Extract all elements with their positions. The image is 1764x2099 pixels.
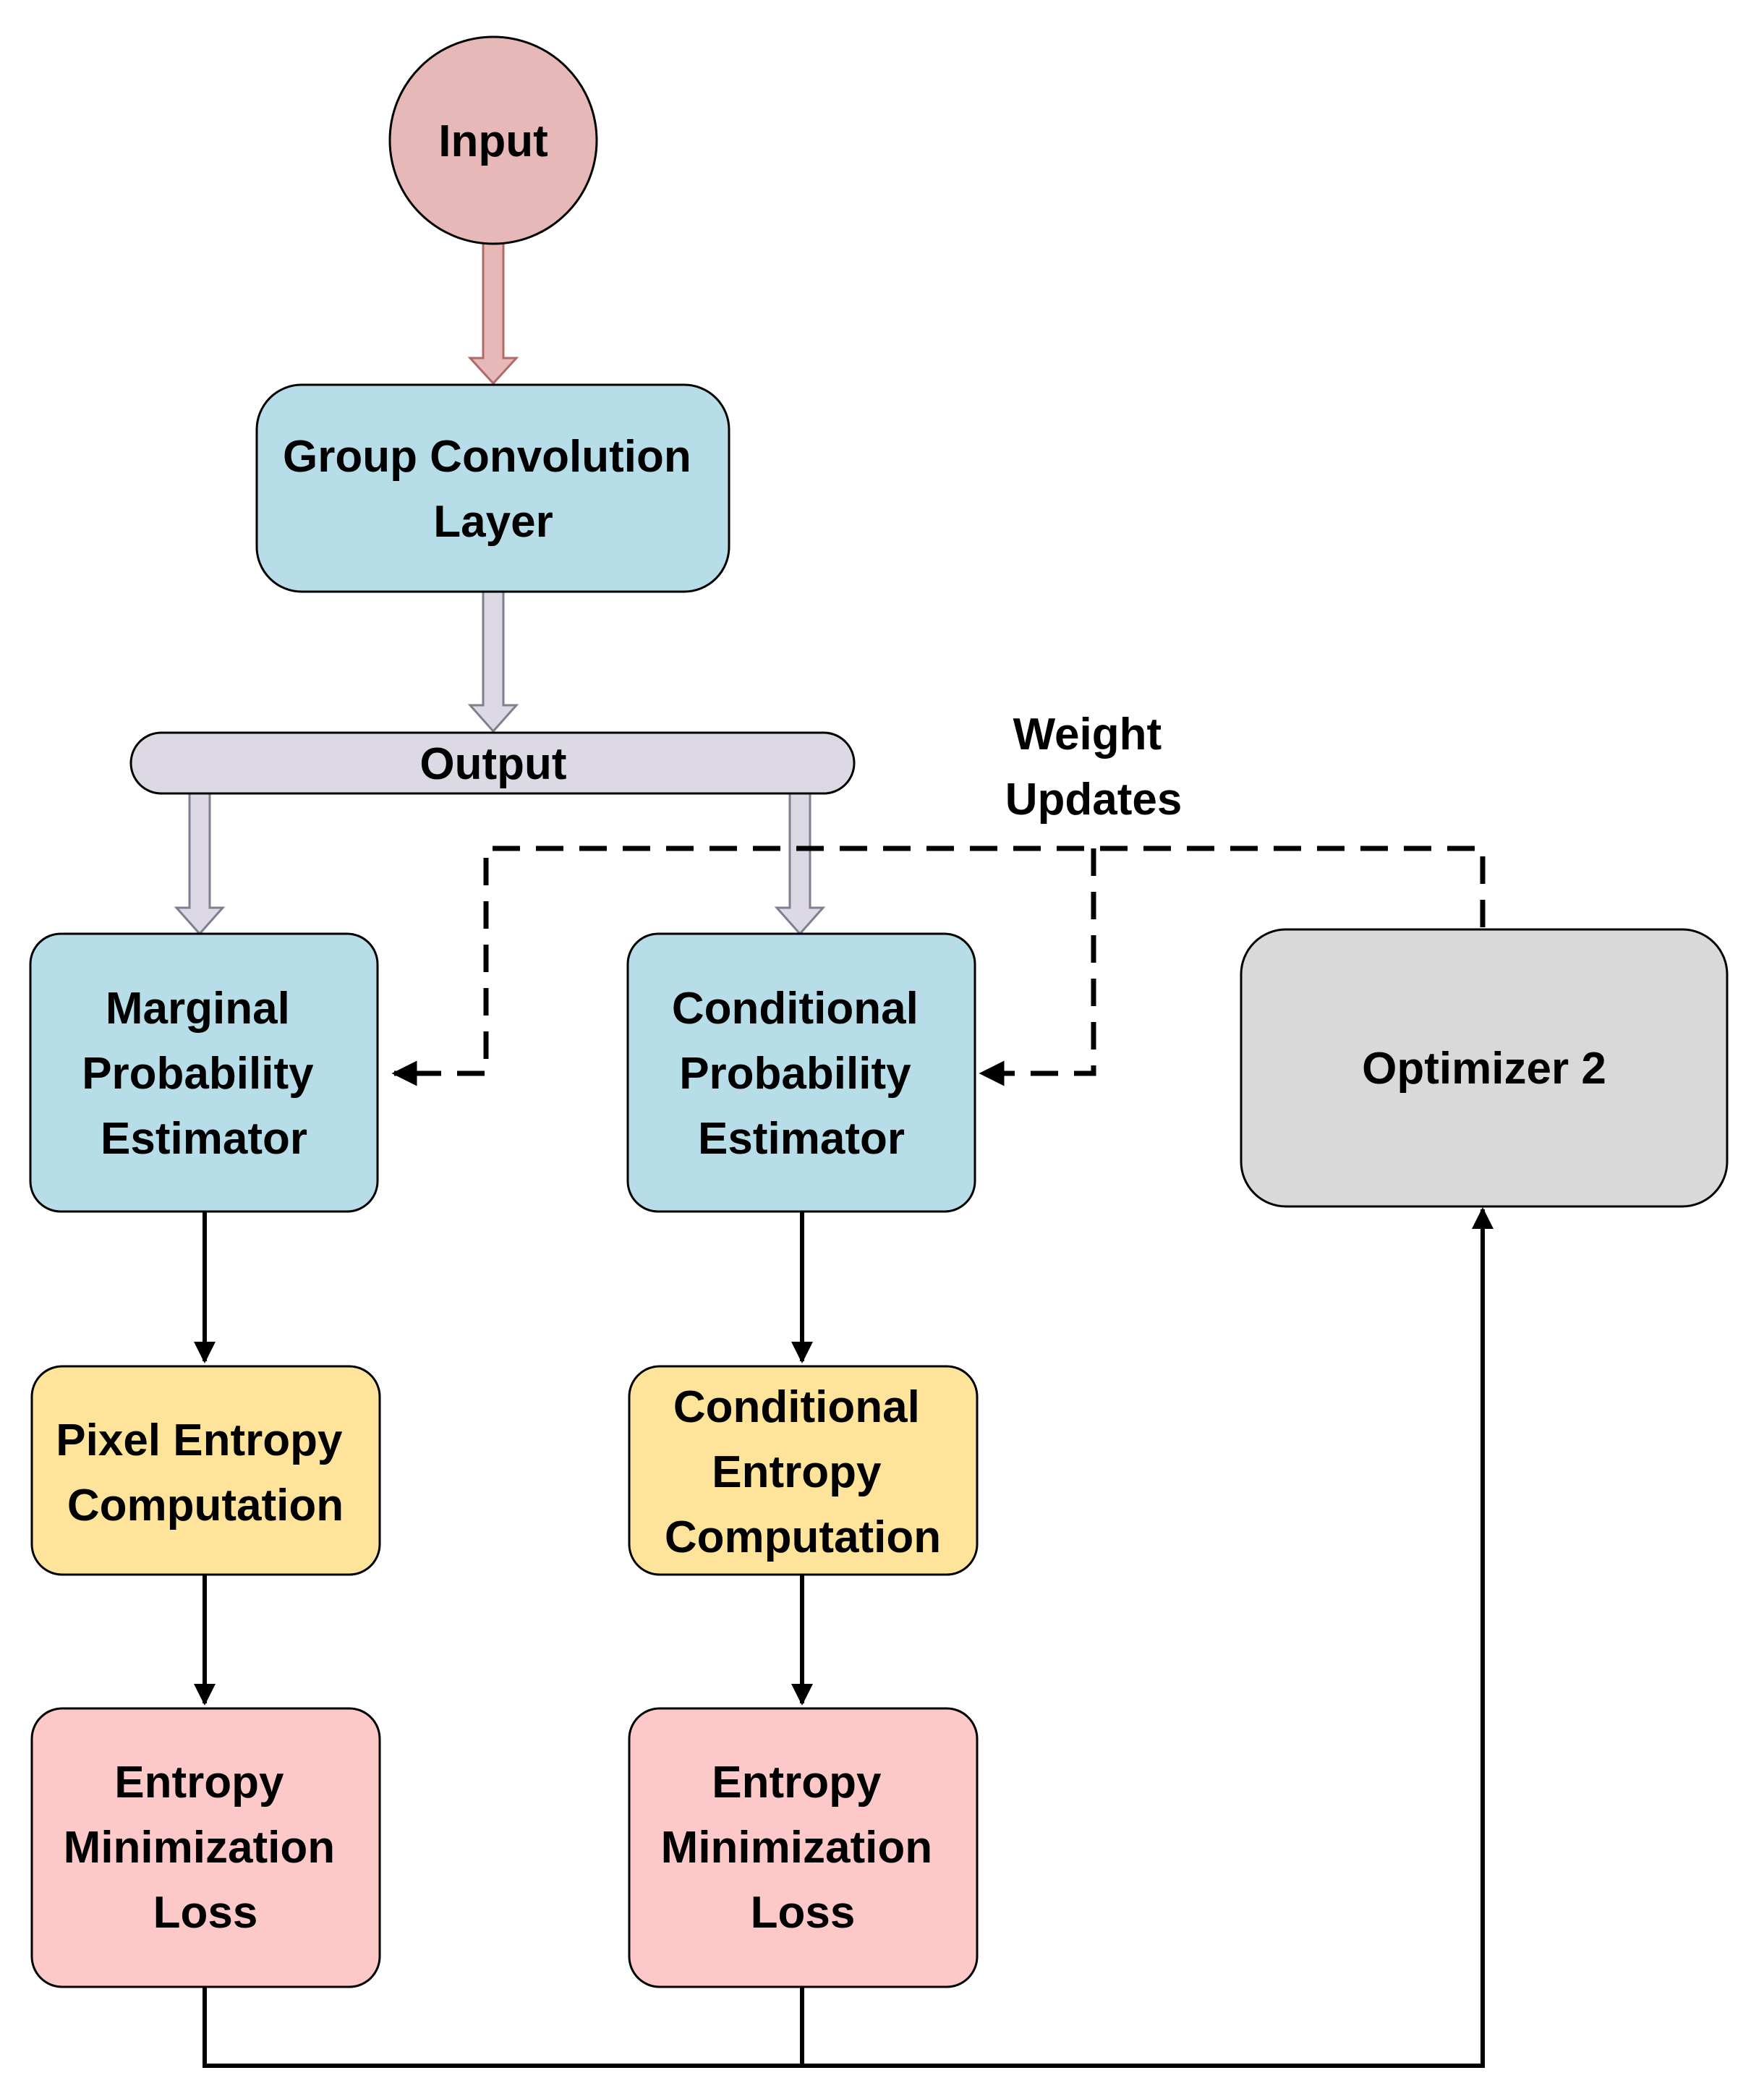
loss-left-box [30, 1707, 381, 1988]
input-node: Input [388, 35, 598, 245]
svg-text:Output: Output [419, 739, 566, 789]
loss-right-label-line2: Minimization [661, 1823, 932, 1873]
conditional-label-line2: Probability [679, 1049, 911, 1099]
weight-update-line-branch [979, 848, 1096, 1086]
loss-left-node: Entropy Minimization Loss [30, 1707, 381, 1988]
svg-text:Optimizer 2: Optimizer 2 [1362, 1044, 1606, 1094]
marginal-label-line3: Estimator [101, 1114, 307, 1164]
loss-right-box [628, 1707, 979, 1988]
pixel-entropy-label-line1: Pixel Entropy [56, 1415, 343, 1465]
optimizer-node: Optimizer 2 [1240, 928, 1729, 1208]
input-label: Input [438, 116, 548, 166]
arrow-input-to-groupconv [467, 241, 519, 386]
svg-text:Entropy Minimization: Entropy Minimization Loss [661, 1758, 945, 1938]
group-convolution-box [255, 383, 730, 593]
group-convolution-label-line2: Layer [433, 497, 553, 547]
group-convolution-node: Group Convolution Layer [255, 383, 730, 593]
conditional-entropy-node: Conditional Entropy Computation [628, 1365, 979, 1576]
svg-text:Conditional Entropy: Conditional Entropy Computation [665, 1382, 941, 1562]
svg-text:Pixel Entropy Computatio: Pixel Entropy Computation [56, 1415, 354, 1530]
pixel-entropy-box [30, 1365, 381, 1576]
conditional-entropy-label-line3: Computation [665, 1512, 941, 1562]
loss-right-label-line1: Entropy [712, 1758, 882, 1808]
optimizer-box [1240, 928, 1729, 1208]
output-node: Output [129, 731, 856, 795]
weight-updates-line1: Weight [1013, 710, 1162, 759]
arrow-output-to-marginal [174, 792, 226, 936]
conditional-estimator-box [626, 932, 976, 1213]
optimizer-label: Optimizer 2 [1362, 1044, 1606, 1094]
loss-to-optimizer-line [203, 1207, 1494, 2068]
conditional-entropy-label-line1: Conditional [673, 1382, 920, 1432]
pixel-entropy-label-line2: Computation [67, 1481, 344, 1530]
loss-left-label-line3: Loss [153, 1888, 258, 1938]
pixel-entropy-node: Pixel Entropy Computation [30, 1365, 381, 1576]
svg-text:Input: Input [438, 116, 548, 166]
arrow-groupconv-to-output [467, 590, 519, 733]
weight-updates-annotation: Weight Updates [1005, 710, 1183, 825]
svg-text:Entropy Minimization: Entropy Minimization Loss [64, 1758, 348, 1938]
conditional-label-line1: Conditional [672, 984, 919, 1034]
loss-right-node: Entropy Minimization Loss [628, 1707, 979, 1988]
marginal-label-line2: Probability [82, 1049, 314, 1099]
weight-updates-line2: Updates [1005, 775, 1183, 825]
svg-text:Conditional Probability: Conditional Probability Estimator [672, 984, 931, 1164]
loss-left-label-line1: Entropy [114, 1758, 284, 1808]
input-circle [388, 35, 598, 245]
loss-left-label-line2: Minimization [64, 1823, 335, 1873]
loss-right-label-line3: Loss [751, 1888, 856, 1938]
marginal-estimator-box [29, 932, 379, 1213]
conditional-label-line3: Estimator [698, 1114, 905, 1164]
marginal-estimator-node: Marginal Probability Estimator [29, 932, 379, 1213]
output-label: Output [419, 739, 566, 789]
conditional-entropy-label-line2: Entropy [712, 1447, 882, 1497]
group-convolution-label-line1: Group Convolution [283, 432, 691, 482]
weight-update-line-main [391, 846, 1486, 1086]
conditional-entropy-box [628, 1365, 979, 1576]
svg-text:Marginal Probability: Marginal Probability Estimator [82, 984, 326, 1164]
output-bar [129, 731, 856, 795]
conditional-estimator-node: Conditional Probability Estimator [626, 932, 976, 1213]
svg-text:Group Convolution Layer: Group Convolution Layer [283, 432, 704, 547]
marginal-label-line1: Marginal [106, 984, 290, 1034]
arrow-output-to-conditional [774, 792, 826, 936]
